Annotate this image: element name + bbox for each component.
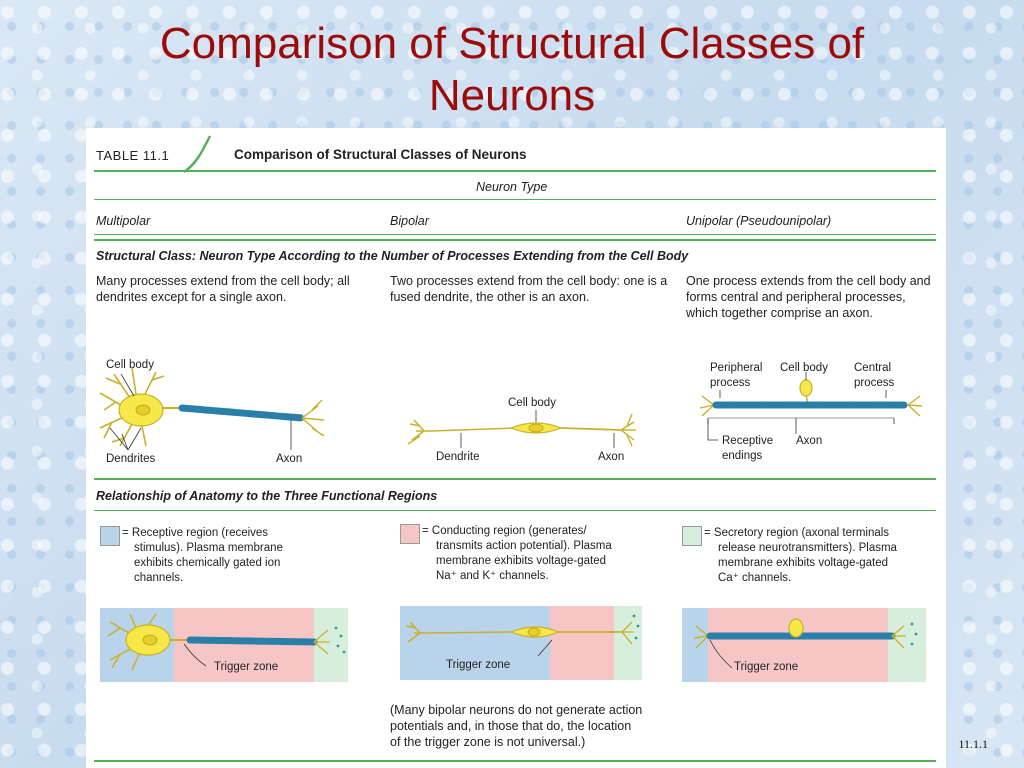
receptive-region-legend: = Receptive region (receives stimulus). … [122, 526, 283, 586]
table-caption: Comparison of Structural Classes of Neur… [234, 147, 527, 162]
multipolar-description: Many processes extend from the cell body… [96, 274, 350, 304]
secretory-line2: release neurotransmitters). Plasma [718, 542, 897, 554]
footnote-line2: potentials and, in those that do, the lo… [390, 719, 632, 733]
neuron-type-header: Neuron Type [476, 180, 548, 194]
unipolar-axon-label: Axon [796, 435, 823, 447]
unipolar-neuron-icon [699, 372, 923, 441]
secretory-region-swatch [682, 526, 702, 546]
column-unipolar: Unipolar (Pseudounipolar) [686, 214, 832, 228]
unipolar-secretory-band [888, 608, 926, 682]
bipolar-neuron-icon [407, 410, 636, 448]
multipolar-dendrites-label: Dendrites [106, 453, 156, 465]
column-multipolar: Multipolar [96, 214, 151, 228]
footnote-line3: of the trigger zone is not universal.) [390, 735, 586, 749]
bipolar-footnote: (Many bipolar neurons do not generate ac… [390, 702, 642, 750]
receptive-region-swatch [100, 526, 120, 546]
rule-top [94, 170, 936, 172]
multipolar-neuron-icon [99, 367, 325, 451]
secretory-line3: membrane exhibits voltage-gated [718, 557, 889, 569]
rule-6 [94, 510, 936, 511]
slide-title: Comparison of Structural Classes of Neur… [0, 18, 1024, 122]
multipolar-cell-body-label: Cell body [106, 359, 154, 371]
unipolar-central-line1: Central [854, 362, 892, 374]
bipolar-functional-neuron-icon [405, 614, 640, 657]
conducting-line4: Na⁺ and K⁺ channels. [436, 570, 549, 582]
unipolar-receptive-line2: endings [722, 450, 763, 462]
unipolar-central-process-label: Central process [854, 361, 894, 391]
rule-2 [94, 199, 936, 200]
section2-title: Relationship of Anatomy to the Three Fun… [96, 489, 438, 503]
conducting-line2: transmits action potential). Plasma [436, 540, 612, 552]
conducting-line1: = Conducting region (generates/ [422, 525, 587, 537]
unipolar-cell-body-label: Cell body [780, 362, 828, 374]
bipolar-receptive-band [400, 606, 550, 680]
multipolar-secretory-band [314, 608, 348, 682]
unipolar-peripheral-line2: process [710, 377, 751, 389]
unipolar-description: One process extends from the cell body a… [686, 274, 931, 320]
unipolar-peripheral-line1: Peripheral [710, 362, 763, 374]
neuron-drawings [99, 367, 923, 451]
bipolar-cell-body-label: Cell body [508, 397, 556, 409]
multipolar-functional-neuron-icon [107, 613, 346, 671]
rule-bottom [94, 760, 936, 762]
slide-number: 11.1.1 [958, 737, 988, 751]
title-line-2: Neurons [428, 71, 596, 120]
bipolar-secretory-band [614, 606, 642, 680]
unipolar-receptive-endings-label: Receptive endings [722, 434, 773, 464]
rule-3 [94, 234, 936, 235]
bipolar-axon-label: Axon [598, 451, 625, 463]
multipolar-trigger-zone-label: Trigger zone [214, 661, 279, 673]
unipolar-trigger-zone-label: Trigger zone [734, 661, 799, 673]
unipolar-receptive-line1: Receptive [722, 435, 774, 447]
section1-title: Structural Class: Neuron Type According … [96, 249, 689, 263]
bipolar-description: Two processes extend from the cell body:… [390, 274, 668, 304]
footnote-line1: (Many bipolar neurons do not generate ac… [390, 703, 643, 717]
secretory-region-legend: = Secretory region (axonal terminals rel… [704, 526, 897, 586]
secretory-line1: = Secretory region (axonal terminals [704, 527, 890, 539]
bipolar-trigger-zone-label: Trigger zone [446, 659, 511, 671]
conducting-line3: membrane exhibits voltage-gated [436, 555, 607, 567]
table-tag-swoosh-icon [183, 135, 212, 174]
functional-region-neurons [107, 613, 918, 671]
multipolar-axon-label: Axon [276, 453, 303, 465]
bipolar-dendrite-label: Dendrite [436, 451, 480, 463]
bipolar-conducting-band [550, 606, 614, 680]
secretory-line4: Ca⁺ channels. [718, 572, 792, 584]
unipolar-central-line2: process [854, 377, 895, 389]
receptive-line1: = Receptive region (receives [122, 527, 269, 539]
unipolar-receptive-band [682, 608, 708, 682]
unipolar-peripheral-process-label: Peripheral process [710, 361, 762, 391]
title-line-1: Comparison of Structural Classes of [159, 19, 865, 68]
receptive-line3: exhibits chemically gated ion [134, 557, 281, 569]
conducting-region-legend: = Conducting region (generates/ transmit… [422, 524, 612, 584]
conducting-region-swatch [400, 524, 420, 544]
rule-5 [94, 478, 936, 480]
receptive-line4: channels. [134, 572, 184, 584]
rule-4 [94, 239, 936, 241]
column-bipolar: Bipolar [390, 214, 429, 228]
receptive-line2: stimulus). Plasma membrane [134, 542, 283, 554]
table-panel: TABLE 11.1 Comparison of Structural Clas… [86, 128, 946, 768]
unipolar-functional-neuron-icon [693, 618, 918, 669]
table-tag: TABLE 11.1 [96, 148, 170, 163]
